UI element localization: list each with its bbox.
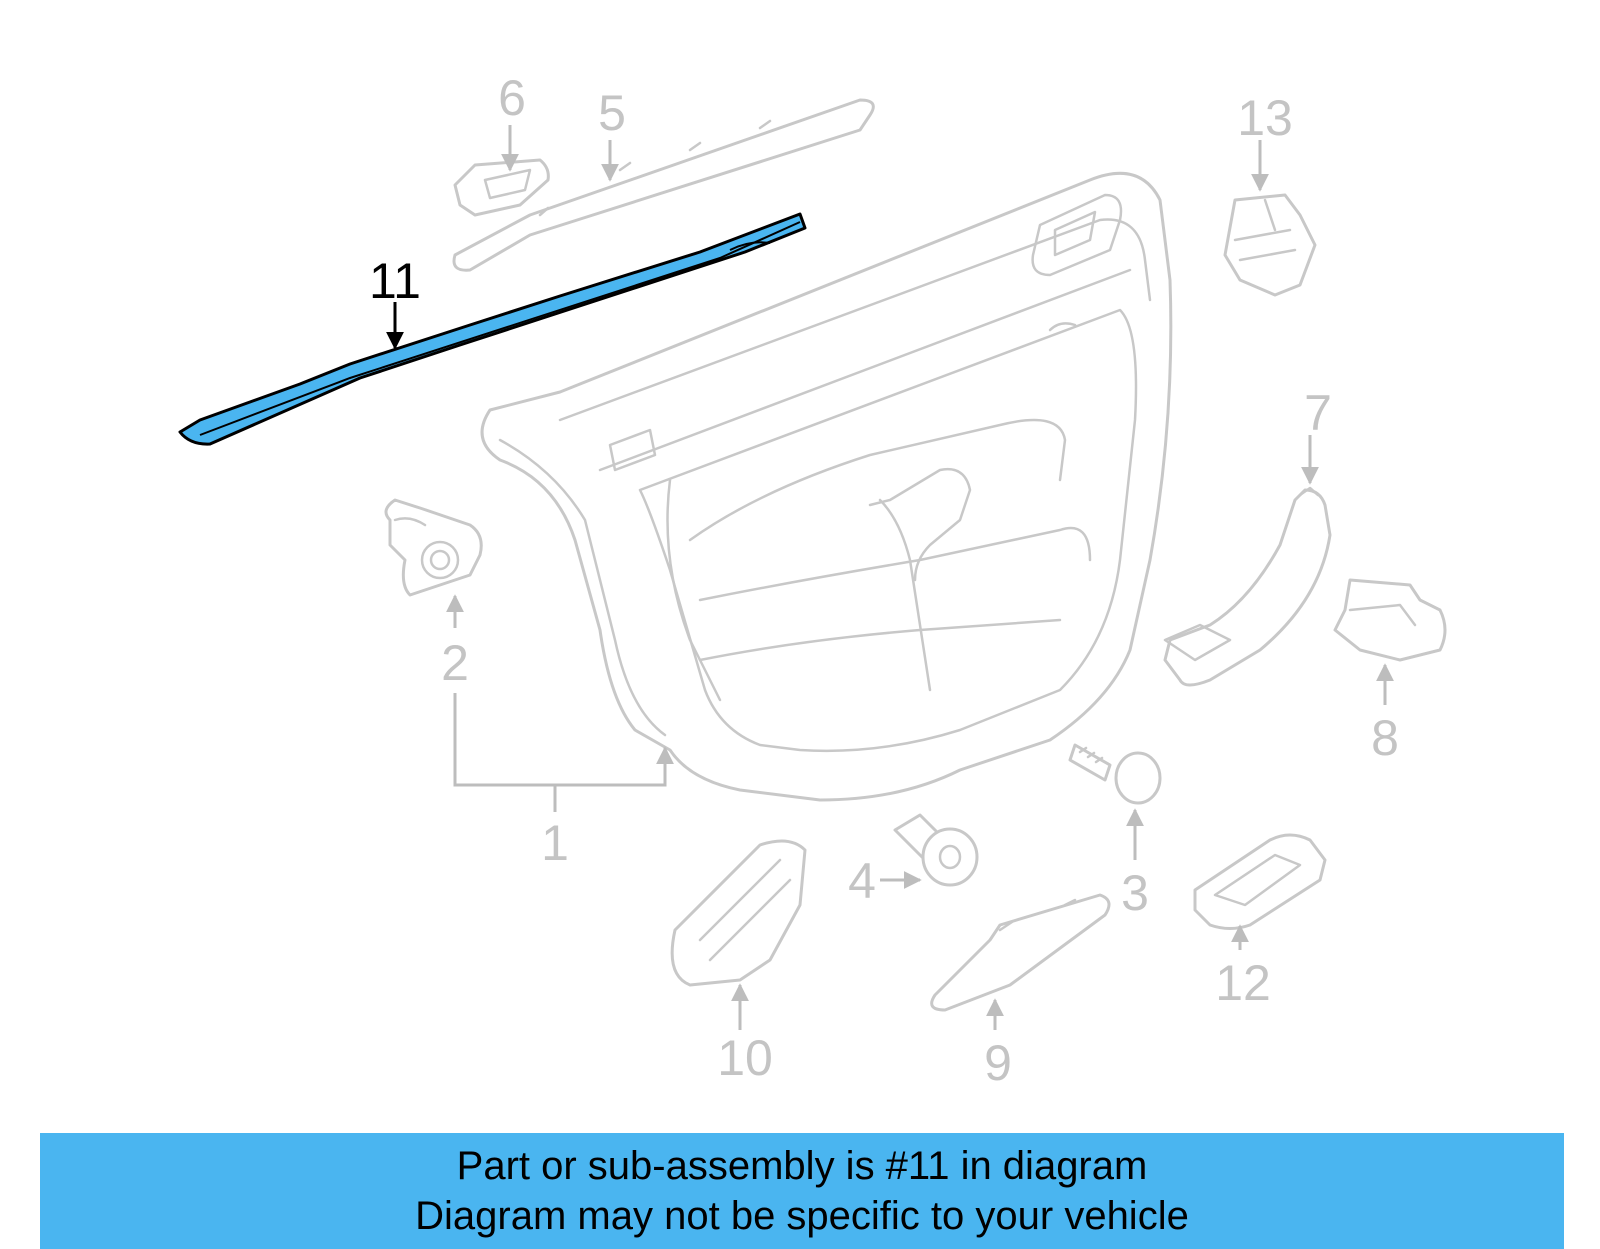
- part-10-armrest[interactable]: [670, 839, 807, 987]
- part-4-push-clip[interactable]: [893, 813, 979, 887]
- callout-11: 11: [369, 253, 421, 309]
- leader-lines: [386, 125, 1394, 1030]
- callout-4: 4: [848, 853, 876, 909]
- callout-7: 7: [1304, 385, 1332, 441]
- part-5-upper-trim-strip[interactable]: [452, 98, 875, 272]
- callout-2: 2: [441, 635, 469, 691]
- part-11-belt-molding-highlighted[interactable]: [178, 212, 807, 446]
- part-6-switch-bezel[interactable]: [453, 158, 550, 217]
- callout-5: 5: [598, 85, 626, 141]
- part-12-handle-housing[interactable]: [1193, 833, 1327, 930]
- callout-13: 13: [1237, 90, 1293, 146]
- part-1-door-trim-panel[interactable]: [480, 171, 1173, 802]
- parts-diagram: 1 2 3 4 5 6 7 8 9 10 11 12 13: [178, 70, 1447, 1091]
- callout-6: 6: [498, 70, 526, 126]
- callout-10: 10: [717, 1030, 773, 1086]
- callout-8: 8: [1371, 710, 1399, 766]
- part-9-lower-trim[interactable]: [930, 893, 1111, 1012]
- part-2-clip[interactable]: [384, 498, 483, 597]
- info-banner: Part or sub-assembly is #11 in diagram D…: [40, 1133, 1564, 1249]
- callout-1: 1: [541, 815, 569, 871]
- banner-line-1: Part or sub-assembly is #11 in diagram: [456, 1144, 1148, 1188]
- callout-12: 12: [1215, 955, 1271, 1011]
- part-13-switch-module[interactable]: [1223, 193, 1317, 297]
- callout-3: 3: [1121, 865, 1149, 921]
- part-7-pull-handle[interactable]: [1163, 486, 1332, 687]
- callout-9: 9: [984, 1035, 1012, 1091]
- banner-line-2: Diagram may not be specific to your vehi…: [415, 1194, 1189, 1238]
- part-3-screw[interactable]: [1068, 743, 1162, 805]
- part-8-bracket[interactable]: [1333, 578, 1447, 662]
